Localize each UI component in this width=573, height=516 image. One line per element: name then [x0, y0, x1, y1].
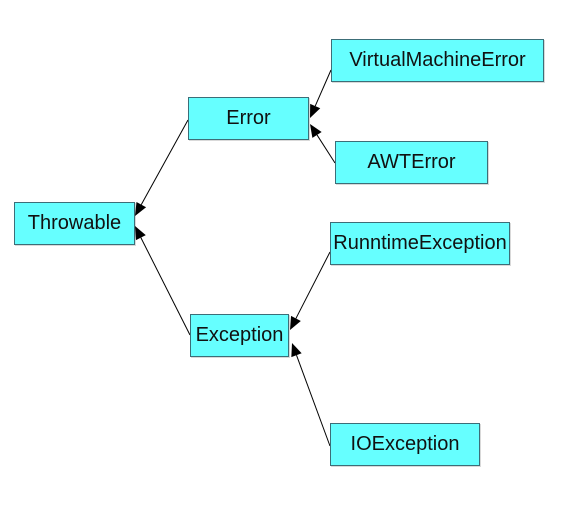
edge-awterror-to-error: [316, 134, 336, 164]
edge-vme-to-error: [314, 69, 332, 107]
node-exception: Exception: [190, 314, 289, 357]
edge-error-to-throwable: [140, 119, 189, 205]
arrowhead-exception-to-throwable: [135, 226, 146, 241]
node-io-exception: IOException: [330, 423, 480, 466]
edge-ioexception-to-exception: [296, 355, 331, 447]
arrowhead-ioexception-to-exception: [291, 343, 302, 358]
edge-exception-to-throwable: [140, 237, 191, 336]
node-awt-error: AWTError: [335, 141, 488, 184]
node-error: Error: [188, 97, 309, 140]
node-runtime-exception: RunntimeException: [330, 222, 510, 265]
edge-runtime-to-exception: [295, 251, 331, 319]
node-virtual-machine-error: VirtualMachineError: [331, 39, 544, 82]
arrowhead-error-to-throwable: [135, 201, 147, 216]
arrowhead-vme-to-error: [310, 103, 321, 118]
arrowhead-runtime-to-exception: [290, 315, 301, 330]
node-throwable: Throwable: [14, 202, 135, 245]
arrowhead-awterror-to-error: [310, 124, 322, 138]
